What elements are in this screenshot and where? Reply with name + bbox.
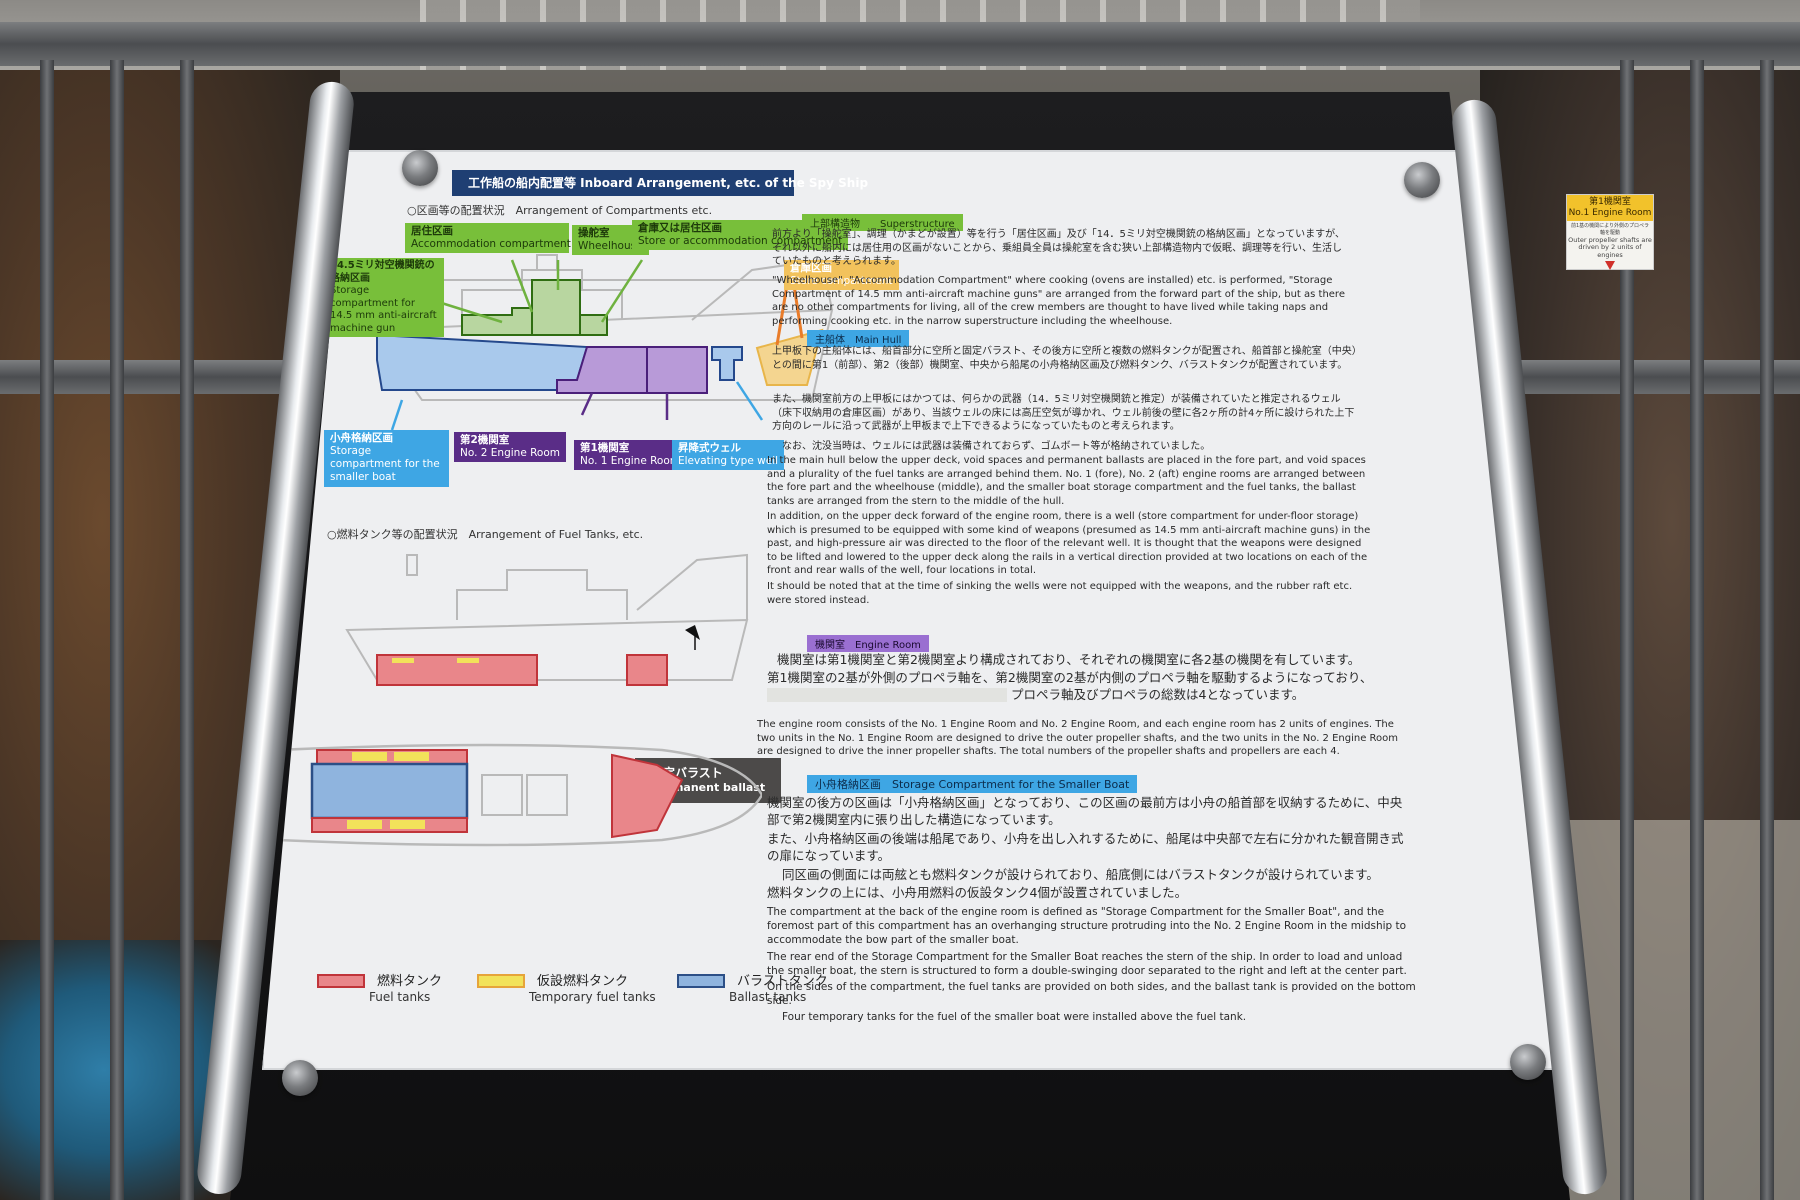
superstructure-jp: 前方より「操舵室」、調理（かまどが設置）等を行う「居住区画」及び「14．5ミリ対… xyxy=(772,229,1345,267)
smaller-boat-en-1: The compartment at the back of the engin… xyxy=(767,906,1407,947)
screw-top-right xyxy=(1404,162,1440,198)
label-engine-room-2: 第2機関室 No. 2 Engine Room xyxy=(454,432,567,463)
info-placard: 工作船の船内配置等 Inboard Arrangement, etc. of t… xyxy=(262,150,1560,1070)
screw-top-left xyxy=(402,150,438,186)
fuel-tanks-heading: ○燃料タンク等の配置状況 Arrangement of Fuel Tanks, … xyxy=(327,528,644,541)
ship-plan-view xyxy=(275,743,762,847)
label-accommodation: 居住区画 Accommodation compartment xyxy=(405,223,571,254)
smaller-boat-en-3: On the sides of the compartment, the fue… xyxy=(767,981,1416,1008)
engine-room-jp-2: 第1機関室の2基が外側のプロペラ軸を、第2機関室の2基が内側のプロペラ軸を駆動す… xyxy=(767,670,1373,703)
temp-fuel-tank-swatch xyxy=(477,974,525,988)
engine-room-heading: 機関室 Engine Room xyxy=(807,635,929,652)
railing-post xyxy=(180,60,194,1200)
label-elevating-well: 昇降式ウェル Elevating type well xyxy=(672,440,785,471)
smaller-boat-en-2: The rear end of the Storage Compartment … xyxy=(767,951,1407,978)
main-hull-en-2: In addition, on the upper deck forward o… xyxy=(767,511,1371,576)
compartments-heading: ○区画等の配置状況 Arrangement of Compartments et… xyxy=(407,204,713,217)
main-hull-en-1: In the main hull below the upper deck, v… xyxy=(767,455,1366,507)
fuel-tank-swatch xyxy=(317,974,365,988)
smaller-boat-jp-4: 燃料タンクの上には、小舟用燃料の仮設タンク4個が設置されていました。 xyxy=(767,885,1188,900)
label-smaller-boat-storage: 小舟格納区画 Storage compartment for the small… xyxy=(324,430,449,487)
main-hull-jp-3: なお、沈没当時は、ウェルには武器は装備されておらず、ゴムボート等が格納されていま… xyxy=(782,441,1211,452)
superstructure-heading: 上部構造物 Superstructure xyxy=(802,214,963,231)
railing-post xyxy=(1690,60,1704,1200)
legend: 燃料タンク Fuel tanks 仮設燃料タンク Temporary fuel … xyxy=(317,970,828,1020)
smaller-boat-jp-1: 機関室の後方の区画は「小舟格納区画」となっており、この区画の最前方は小舟の船首部… xyxy=(767,795,1403,827)
sign-caption: Outer propeller shafts are driven by 2 u… xyxy=(1568,235,1652,259)
smaller-boat-jp-3: 同区画の側面には両舷とも燃料タンクが設けられており、船底側にはバラストタンクが設… xyxy=(782,867,1379,882)
engine-room-jp-1: 機関室は第1機関室と第2機関室より構成されており、それぞれの機関室に各2基の機関… xyxy=(777,652,1361,667)
smaller-boat-en-4: Four temporary tanks for the fuel of the… xyxy=(782,1011,1247,1023)
screw-bottom-left xyxy=(282,1060,318,1096)
screw-bottom-right xyxy=(1510,1044,1546,1080)
main-hull-jp-1: 上甲板下の主船体には、船首部分に空所と固定バラスト、その後方に空所と複数の燃料タ… xyxy=(772,346,1357,371)
label-store-or-accommodation: 倉庫又は居住区画 Store or accommodation compartm… xyxy=(632,220,849,251)
placard-title: 工作船の船内配置等 Inboard Arrangement, etc. of t… xyxy=(452,170,868,196)
superstructure-en: "Wheelhouse", "Accommodation Compartment… xyxy=(772,275,1345,327)
label-engine-room-1: 第1機関室 No. 1 Engine Room xyxy=(574,440,687,471)
ballast-pointer-icon xyxy=(685,625,700,650)
ballast-tank-swatch xyxy=(677,974,725,988)
railing-post xyxy=(1760,60,1774,1200)
label-gun-storage: 14.5ミリ対空機関銃の格納区画 Storage compartment for… xyxy=(324,258,444,337)
down-arrow-icon xyxy=(1605,261,1615,270)
sign-en: No.1 Engine Room xyxy=(1568,207,1652,218)
sign-jp: 第1機関室 xyxy=(1589,197,1631,207)
ship-profile-compartments xyxy=(370,254,834,431)
ship-profile-fuel-tanks xyxy=(345,553,749,686)
smaller-boat-jp-2: また、小舟格納区画の後端は船尾であり、小舟を出し入れするために、船尾は中央部で左… xyxy=(767,831,1404,863)
railing-top xyxy=(0,22,1800,66)
label-store: 倉庫区画 Store compartment xyxy=(784,260,899,291)
sign-small-jp: 前1基の機関により外側のプロペラ軸を駆動 xyxy=(1570,222,1650,236)
main-hull-en-3: It should be noted that at the time of s… xyxy=(767,581,1353,606)
railing-post xyxy=(40,60,54,1200)
background-engine-room-sign: 第1機関室 No.1 Engine Room 前1基の機関により外側のプロペラ軸… xyxy=(1566,194,1654,270)
railing-post xyxy=(1620,60,1634,1200)
main-hull-jp-2: また、機関室前方の上甲板にはかつては、何らかの武器（14．5ミリ対空機関銃と推定… xyxy=(772,394,1355,432)
engine-room-en: The engine room consists of the No. 1 En… xyxy=(757,719,1399,757)
main-hull-heading: 主船体 Main Hull xyxy=(807,330,910,347)
smaller-boat-heading: 小舟格納区画 Storage Compartment for the Small… xyxy=(807,775,1138,793)
covered-text-patch xyxy=(767,688,1007,703)
railing-post xyxy=(110,60,124,1200)
